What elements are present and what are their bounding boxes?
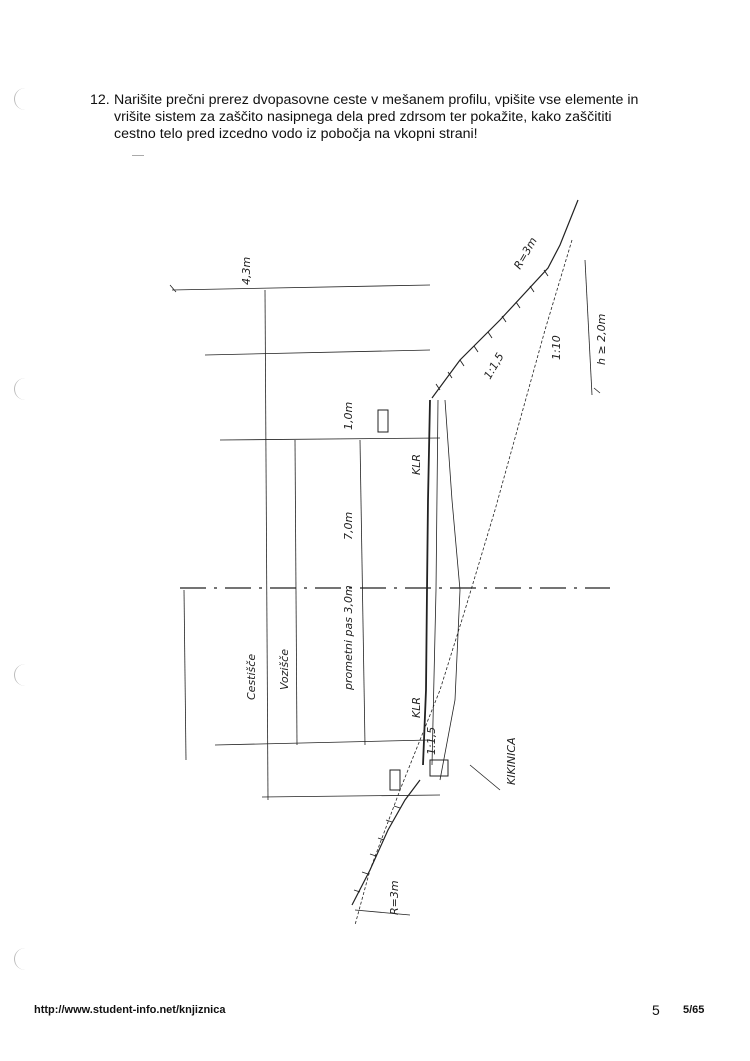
drainage-line xyxy=(439,399,461,781)
dimension-line xyxy=(214,739,431,746)
dimension-line xyxy=(359,439,366,746)
label-dimension: 7,0m xyxy=(342,512,355,540)
binder-hole xyxy=(14,378,25,400)
original-terrain xyxy=(354,239,573,926)
binder-hole xyxy=(14,88,25,110)
label-slope: 1:1,5 xyxy=(425,727,438,755)
dimension-line xyxy=(264,289,269,801)
question-number: 12. xyxy=(90,92,110,108)
label-radius-bottom: R=3m xyxy=(388,880,401,915)
label-klr: KLR xyxy=(410,697,423,718)
dimension-line xyxy=(183,589,187,761)
binder-hole xyxy=(14,948,25,970)
road-layer xyxy=(431,399,439,766)
page-number: 5 xyxy=(652,1002,660,1018)
page-total: 5/65 xyxy=(683,1004,705,1016)
kineta-leader xyxy=(469,764,501,791)
label-klr: KLR xyxy=(410,454,423,475)
question: 12. Narišite prečni prerez dvopasovne ce… xyxy=(90,92,670,143)
label-prometni-pas: prometni pas 3,0m xyxy=(342,585,355,691)
terrain-fill-slope xyxy=(351,779,421,906)
question-line: vrišite sistem za zaščito nasipnega dela… xyxy=(114,109,612,125)
question-line: cestno telo pred izcedno vodo iz pobočja… xyxy=(114,126,478,142)
dimension-line xyxy=(204,349,431,356)
dimension-line xyxy=(294,439,298,746)
curb xyxy=(389,769,401,791)
ditch xyxy=(429,759,449,777)
question-line: Narišite prečni prerez dvopasovne ceste … xyxy=(114,92,639,108)
label-slope: 1:10 xyxy=(550,335,563,360)
binder-hole xyxy=(14,664,25,686)
slope-hatching xyxy=(353,269,549,893)
dimension-line xyxy=(261,794,441,798)
label-kanal: KIKINICA xyxy=(505,737,518,785)
terrain-cut-slope xyxy=(431,199,579,399)
arrow xyxy=(169,284,601,394)
label-dimension: 4,3m xyxy=(240,257,253,285)
curb xyxy=(377,409,389,433)
dimension-line xyxy=(584,259,593,396)
footer-url: http://www.student-info.net/knjiznica xyxy=(34,1004,226,1016)
road-surface xyxy=(422,399,431,766)
label-slope: 1:1,5 xyxy=(481,351,506,382)
divider xyxy=(132,155,144,156)
dimension-line xyxy=(171,284,431,291)
label-vozisce: Vozišče xyxy=(278,649,291,690)
label-height: h ≥ 2,0m xyxy=(595,314,608,365)
label-cestisce: Cestišče xyxy=(245,654,258,700)
dimension-line xyxy=(219,437,441,441)
dimension-line xyxy=(354,909,411,916)
label-radius-top: R=3m xyxy=(511,235,540,271)
label-dimension: 1,0m xyxy=(342,402,355,430)
